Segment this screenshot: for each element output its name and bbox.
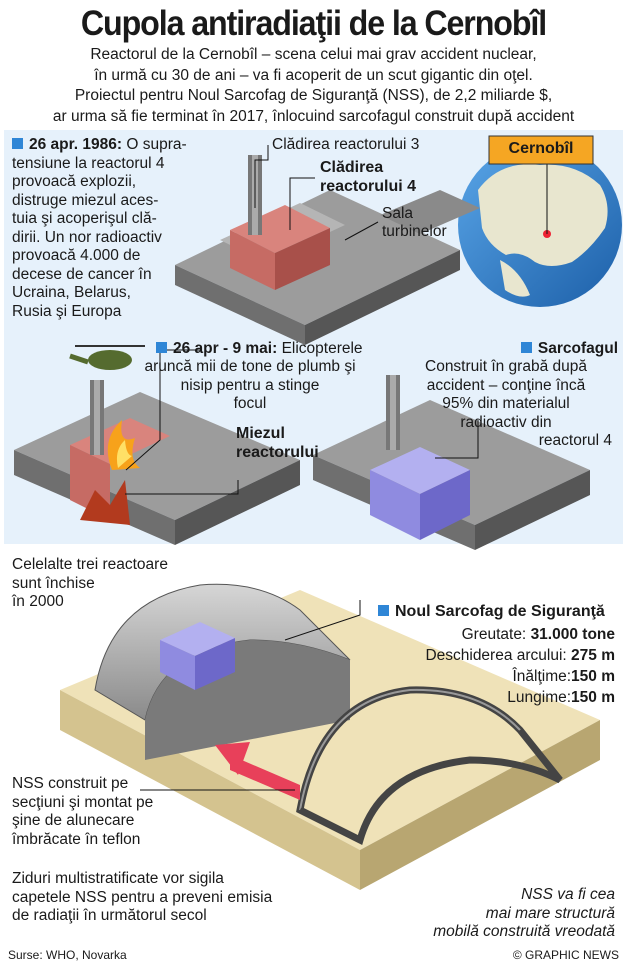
walls-note-line: capetele NSS pentru a preveni emisia: [12, 888, 273, 906]
panel2-line: aruncă mii de tone de plumb şi: [144, 358, 356, 375]
sources: Surse: WHO, Novarka: [8, 948, 127, 962]
spec-label: Greutate:: [461, 626, 527, 643]
walls-note: Ziduri multistratificate vor sigila cape…: [12, 870, 272, 926]
spec-value: 275 m: [571, 647, 615, 664]
nss-title-text: Noul Sarcofag de Siguranţă: [395, 603, 605, 620]
panel3-body: Construit în grabă după accident – conţi…: [400, 358, 612, 451]
label-core-line: Miezul: [236, 425, 285, 442]
helicopter-icon: [69, 345, 145, 370]
map-label-box: [488, 135, 594, 165]
page-title: Cupola antiradiaţii de la Cernobîl: [80, 4, 547, 43]
spec-row: Deschiderea arcului: 275 m: [375, 645, 615, 666]
closed-note-line: Celelalte trei reactoare: [12, 556, 168, 573]
panel1-line: Rusia şi Europa: [12, 302, 122, 320]
panel2-line: focul: [233, 395, 267, 412]
panel1-date: 26 apr. 1986:: [29, 136, 123, 153]
panel3-line: radioactiv din: [460, 413, 552, 431]
label-building4-line: reactorului 4: [320, 178, 417, 195]
slide-arrow-body: [230, 755, 300, 800]
panel1-line: provoacă explozii,: [12, 173, 137, 190]
walls-note-line: Ziduri multistratificate vor sigila: [12, 870, 224, 887]
leader-lines: [125, 145, 479, 791]
panel1-line: decese de cancer în: [12, 265, 152, 283]
label-building4: Clădirea reactorului 4: [320, 158, 416, 196]
label-building3: Clădirea reactorului 3: [272, 136, 420, 153]
panel3-line: Construit în grabă după: [425, 358, 587, 375]
label-turbine: Sala turbinelor: [382, 205, 447, 241]
spec-row: Înălţime:150 m: [375, 666, 615, 687]
intro-text: Reactorul de la Cernobîl – scena celui m…: [10, 45, 617, 127]
panel2-line: Elicopterele: [281, 340, 363, 357]
accent-square-icon: [156, 342, 167, 353]
panel1-line: Ucraina, Belarus,: [12, 284, 131, 301]
panel1-line: dirii. Un nor radioactiv: [12, 228, 162, 246]
label-turbine-line: turbinelor: [382, 223, 447, 240]
panel1-line: O supra-: [126, 136, 187, 153]
panel1-text: 26 apr. 1986: O supra- tensiune la react…: [12, 136, 222, 321]
label-core-line: reactorului: [236, 444, 319, 461]
reactor-building-fire: [14, 380, 300, 545]
intro-line: Reactorul de la Cernobîl – scena celui m…: [90, 46, 537, 63]
globe-map: [458, 143, 622, 307]
spec-value: 31.000 tone: [530, 626, 615, 643]
rails-note: NSS construit pe secţiuni şi montat pe ş…: [12, 775, 153, 849]
nss-specs: Greutate: 31.000 tone Deschiderea arculu…: [375, 624, 615, 708]
credit: © GRAPHIC NEWS: [512, 948, 619, 962]
spec-label: Lungime:: [507, 689, 572, 706]
closed-note-line: sunt închise: [12, 574, 95, 592]
label-building4-line: Clădirea: [320, 159, 384, 176]
walls-note-line: de radiaţii în următorul secol: [12, 907, 207, 924]
intro-line: ar urma să fie terminat în 2017, înlocui…: [52, 107, 575, 125]
accent-square-icon: [378, 605, 389, 616]
panel1-line: distruge miezul aces-: [12, 191, 159, 209]
sarcophagus-building: [313, 375, 590, 550]
reactor-building-top: [175, 155, 480, 345]
spec-row: Lungime:150 m: [375, 687, 615, 708]
intro-line: Proiectul pentru Noul Sarcofag de Sigura…: [74, 87, 553, 104]
nss-title: Noul Sarcofag de Siguranţă: [378, 603, 605, 621]
panel2-date: 26 apr - 9 mai:: [173, 340, 278, 357]
closed-reactors-note: Celelalte trei reactoare sunt închise în…: [12, 556, 168, 612]
nss-record-note: NSS va fi cea mai mare structură mobilă …: [433, 886, 615, 942]
nss-note-line: NSS va fi cea: [521, 886, 615, 903]
spec-label: Deschiderea arcului:: [425, 647, 567, 664]
accent-square-icon: [520, 342, 532, 353]
panel3-text: Sarcofagul: [418, 340, 618, 359]
panel3-line: reactorul 4: [538, 432, 612, 449]
spec-row: Greutate: 31.000 tone: [375, 624, 615, 645]
spec-label: Înălţime:: [512, 668, 572, 685]
panel1-line: tensiune la reactorul 4: [12, 154, 165, 172]
panel3-title: Sarcofagul: [537, 340, 618, 357]
panel2-body: aruncă mii de tone de plumb şi nisip pen…: [120, 358, 380, 414]
rails-note-line: îmbrăcate în teflon: [12, 830, 141, 848]
panel1-line: tuia şi acoperişul clă-: [12, 210, 157, 227]
panel3-line: 95% din materialul: [442, 395, 570, 412]
rails-note-line: NSS construit pe: [12, 775, 129, 792]
label-turbine-line: Sala: [382, 205, 414, 222]
spec-value: 150 m: [571, 668, 615, 685]
nss-note-line: mai mare structură: [485, 904, 615, 922]
closed-note-line: în 2000: [12, 593, 64, 610]
accent-square-icon: [12, 138, 23, 149]
slide-arrow-head: [215, 742, 250, 775]
panel3-line: accident – conţine încă: [426, 376, 586, 394]
label-core: Miezul reactorului: [236, 424, 319, 462]
panel1-line: provoacă 4.000 de: [12, 247, 141, 264]
panel2-line: nisip pentru a stinge: [180, 376, 320, 394]
intro-line: în urmă cu 30 de ani – va fi acoperit de…: [94, 66, 533, 84]
rails-note-line: secţiuni şi montat pe: [12, 793, 154, 811]
panel2-text: 26 apr - 9 mai: Elicopterele: [156, 340, 456, 359]
rails-note-line: şine de alunecare: [12, 812, 135, 829]
map-label: Cernobîl: [508, 140, 574, 157]
spec-value: 150 m: [571, 689, 615, 706]
nss-note-line: mobilă construită vreodată: [433, 923, 615, 940]
